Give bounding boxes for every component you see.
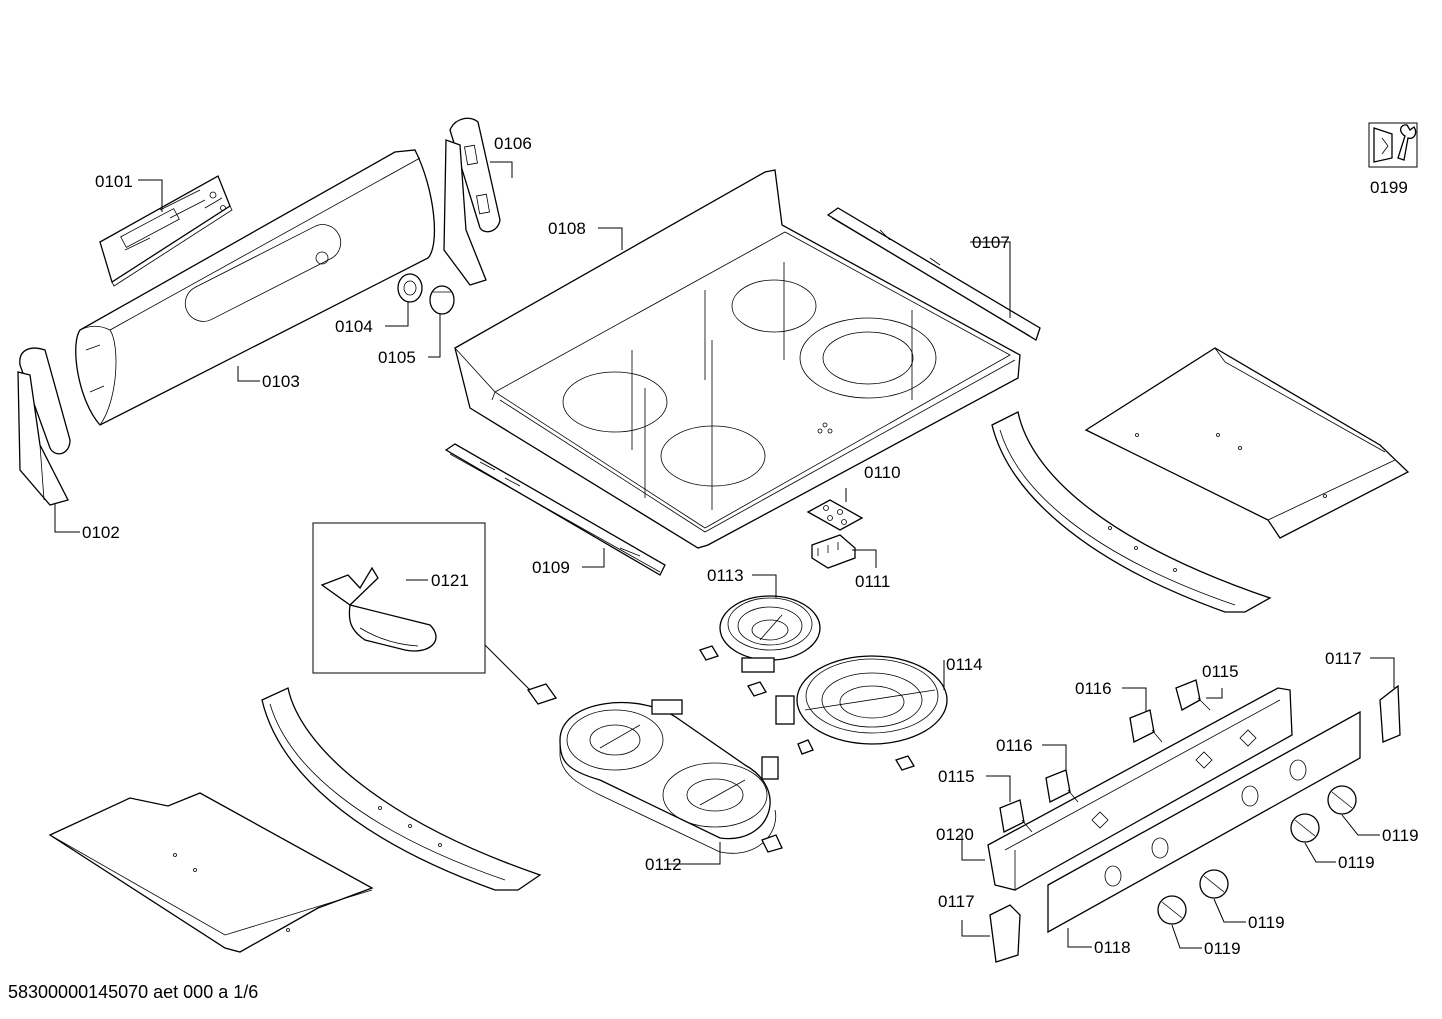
label-0116-lower: 0116 xyxy=(996,736,1033,755)
leader-lines xyxy=(54,161,1395,949)
part-0120-panel-bracket xyxy=(987,687,1293,891)
side-panel-upper-right xyxy=(1084,347,1410,539)
part-0106-right-end-cap xyxy=(443,117,501,286)
part-0113-radiant-element xyxy=(699,595,821,697)
label-0102: 0102 xyxy=(82,523,120,542)
part-0104-knob-bezel xyxy=(397,273,423,303)
label-0119-a: 0119 xyxy=(1382,826,1419,845)
label-0105: 0105 xyxy=(378,348,416,367)
label-0116-upper: 0116 xyxy=(1075,679,1112,698)
label-0115-lower: 0115 xyxy=(938,767,975,786)
label-0104: 0104 xyxy=(335,317,373,336)
part-0118-front-panel xyxy=(1047,710,1361,934)
label-0113: 0113 xyxy=(707,566,744,585)
label-0108: 0108 xyxy=(548,219,586,238)
part-0117-end-cap-upper xyxy=(1379,684,1401,743)
label-0115-upper: 0115 xyxy=(1202,662,1239,681)
side-rail-upper-right xyxy=(991,411,1272,613)
part-0121-clip-detail xyxy=(312,522,531,691)
part-0101-circuit-board xyxy=(99,175,233,287)
drawing-number: 58300000145070 aet 000 a 1/6 xyxy=(8,982,259,1002)
label-0117-upper: 0117 xyxy=(1325,649,1362,668)
label-0114: 0114 xyxy=(946,655,983,674)
label-0119-d: 0119 xyxy=(1204,939,1241,958)
part-0102-left-end-cap xyxy=(17,347,71,506)
label-0117-lower: 0117 xyxy=(938,892,975,911)
part-0105-knob xyxy=(429,285,455,315)
part-0119-knobs xyxy=(1157,785,1357,925)
part-0111-terminal-block xyxy=(811,534,856,569)
label-0106: 0106 xyxy=(494,134,532,153)
part-0103-control-panel xyxy=(75,149,436,426)
part-0115-switch-lower xyxy=(999,799,1033,833)
part-0108-cooktop-glass xyxy=(454,169,1021,549)
label-0112: 0112 xyxy=(645,855,682,874)
label-0111: 0111 xyxy=(855,572,890,591)
label-0110: 0110 xyxy=(864,463,901,482)
side-panel-lower-left xyxy=(48,792,374,953)
label-0121: 0121 xyxy=(431,571,469,590)
part-0110-insulation-pad xyxy=(806,499,864,531)
label-0103: 0103 xyxy=(262,372,300,391)
label-0118: 0118 xyxy=(1094,938,1131,957)
part-labels: 0101 0102 0103 0104 0105 0106 0107 0108 … xyxy=(82,134,1419,958)
label-0120: 0120 xyxy=(936,825,974,844)
label-0107: 0107 xyxy=(972,233,1010,252)
part-0116-switch-lower xyxy=(1045,769,1079,803)
part-0112-dual-element xyxy=(526,683,783,854)
label-0199: 0199 xyxy=(1370,178,1408,197)
part-0107-rear-rail xyxy=(826,207,1041,341)
label-0119-b: 0119 xyxy=(1338,853,1375,872)
part-0116-switch-upper xyxy=(1129,709,1163,743)
part-0109-front-rail xyxy=(444,443,666,576)
side-rail-lower-left xyxy=(261,687,542,891)
label-0109: 0109 xyxy=(532,558,570,577)
wrench-nut-icon xyxy=(1368,122,1418,168)
part-0114-radiant-element xyxy=(775,655,948,771)
label-0101: 0101 xyxy=(95,172,133,191)
label-0119-c: 0119 xyxy=(1248,913,1285,932)
part-0117-end-cap-lower xyxy=(989,904,1021,963)
part-0115-switch-upper xyxy=(1175,679,1211,711)
